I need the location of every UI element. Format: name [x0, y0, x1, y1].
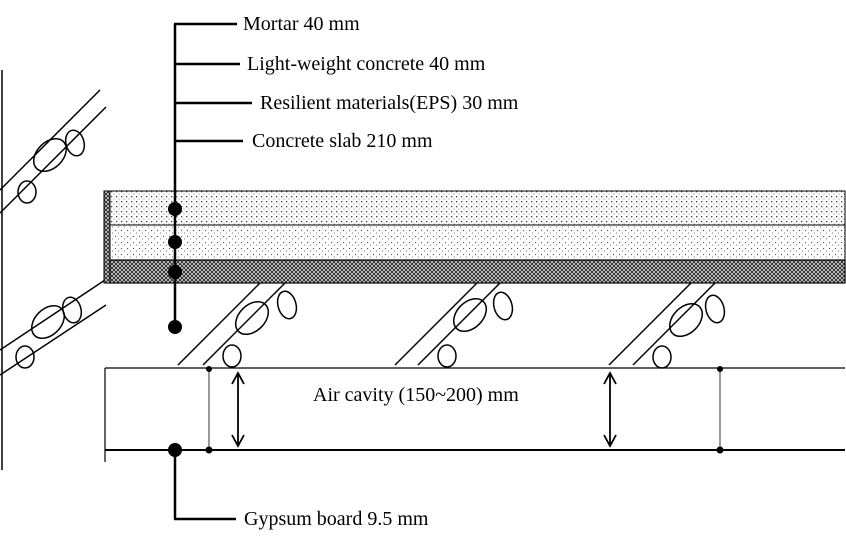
lightweight-marker — [168, 235, 182, 249]
concrete-slab — [177, 282, 726, 369]
gypsum-board-label: Gypsum board 9.5 mm — [244, 508, 429, 530]
edge-insulation — [103, 190, 111, 284]
floor-layers — [103, 190, 846, 284]
gypsum-marker — [168, 443, 182, 457]
leader-markers — [168, 202, 182, 457]
air-cavity — [104, 366, 845, 462]
mortar-marker — [168, 202, 182, 216]
mortar-layer — [106, 190, 846, 226]
air-cavity-label: Air cavity (150~200) mm — [313, 384, 519, 406]
resilient-layer — [106, 259, 846, 284]
mortar-label: Mortar 40 mm — [243, 13, 360, 35]
slab-marker — [168, 320, 182, 334]
left-wall — [0, 70, 107, 470]
resilient-materials-label: Resilient materials(EPS) 30 mm — [260, 92, 519, 114]
concrete-slab-label: Concrete slab 210 mm — [252, 130, 433, 152]
resilient-marker — [168, 265, 182, 279]
dimension-arrows — [231, 371, 617, 448]
lightweight-concrete-layer — [106, 224, 846, 261]
lightweight-concrete-label: Light-weight concrete 40 mm — [247, 53, 486, 75]
